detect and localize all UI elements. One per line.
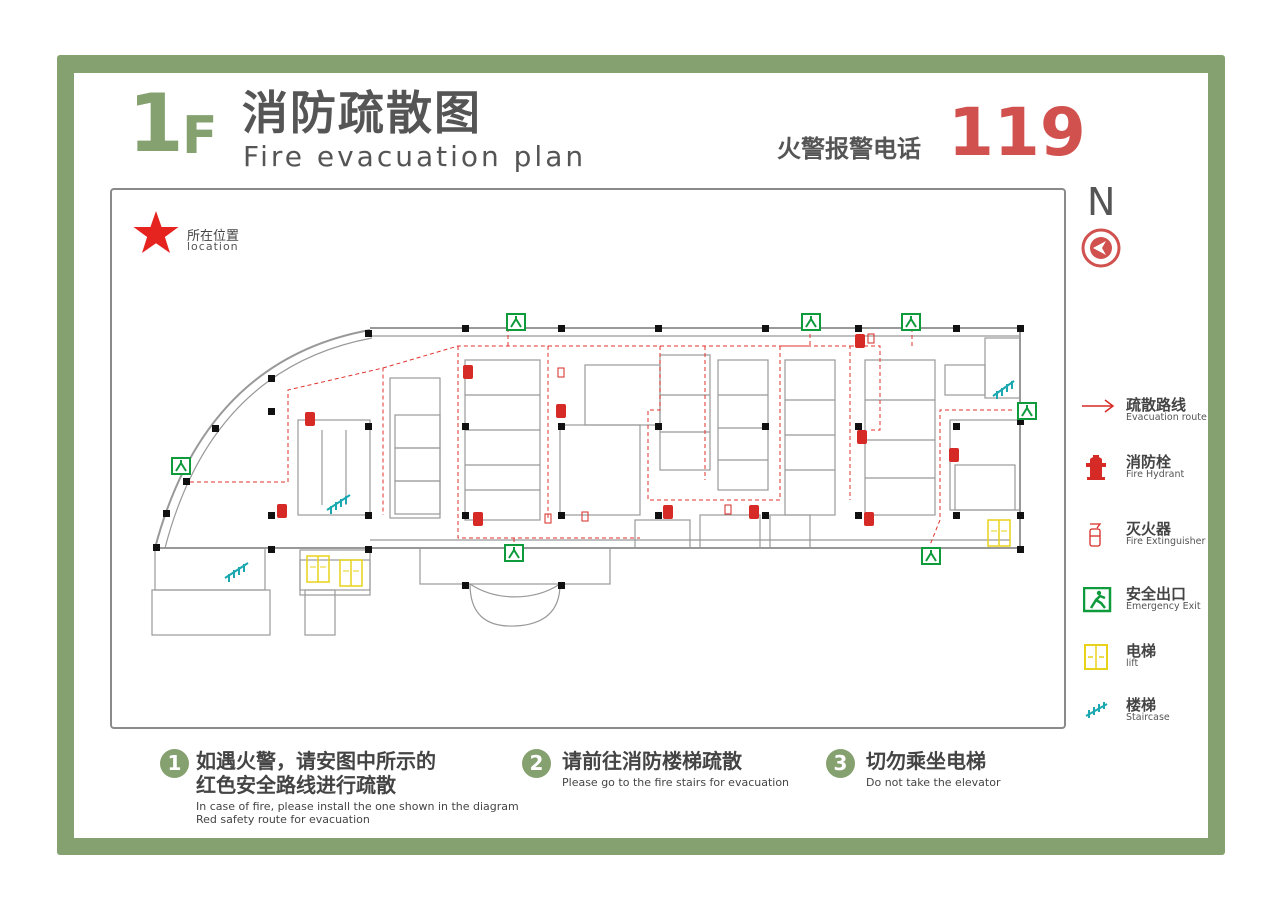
fire-hydrant-icon — [949, 448, 959, 462]
alarm-label: 火警报警电话 — [777, 135, 921, 163]
fire-hydrant-icon — [663, 505, 673, 519]
legend-label-en: Emergency Exit — [1126, 601, 1201, 612]
staircase-markers — [224, 380, 1015, 582]
location-label-en: location — [187, 240, 239, 253]
legend-label-en: Fire Extinguisher — [1126, 536, 1206, 547]
emergency-exit-icon — [506, 313, 526, 331]
fire-hydrant-icon — [473, 512, 483, 526]
title-chinese: 消防疏散图 — [242, 86, 482, 140]
step-1-text-en-line2: Red safety route for evacuation — [196, 813, 370, 826]
north-label: N — [1087, 180, 1116, 224]
emergency-exit-icon — [921, 547, 941, 565]
floor-plan-columns — [153, 325, 1024, 589]
fire-hydrant-icon — [864, 512, 874, 526]
fire-extinguisher-markers — [544, 333, 875, 524]
fire-extinguisher-icon — [1089, 523, 1102, 547]
fire-hydrant-icon — [1086, 455, 1106, 480]
step-2-text-en: Please go to the fire stairs for evacuat… — [562, 776, 790, 789]
staircase-icon — [992, 380, 1015, 399]
fire-hydrant-markers — [277, 334, 959, 526]
fire-hydrant-icon — [556, 404, 566, 418]
step-number-badge: 2 — [522, 749, 551, 778]
legend-label-en: Staircase — [1126, 712, 1170, 723]
staircase-icon — [326, 494, 351, 514]
fire-hydrant-icon — [749, 505, 759, 519]
floor-plan-panel — [110, 188, 1066, 729]
elevator-icon — [339, 559, 363, 587]
floor-plan-walls — [151, 327, 1021, 636]
fire-extinguisher-icon — [557, 367, 565, 378]
emergency-exit-icon — [1083, 587, 1112, 613]
elevator-icon — [306, 555, 330, 583]
floor-letter: F — [182, 106, 218, 166]
legend-label-en: lift — [1126, 658, 1139, 669]
staircase-icon — [1085, 702, 1108, 718]
alarm-number: 119 — [948, 94, 1086, 171]
legend-label-cn: 疏散路线 — [1126, 396, 1187, 414]
elevator-markers — [306, 519, 1011, 587]
emergency-exit-icon — [1017, 402, 1037, 420]
legend-label-en: Fire Hydrant — [1126, 469, 1185, 480]
fire-extinguisher-icon — [581, 511, 589, 522]
floor-number: 1 — [128, 77, 184, 170]
step-1-text-cn-line2: 红色安全路线进行疏散 — [196, 773, 396, 797]
staircase-icon — [224, 562, 249, 582]
fire-hydrant-icon — [857, 430, 867, 444]
fire-extinguisher-icon — [867, 333, 875, 344]
location-star-icon — [133, 211, 179, 253]
fire-hydrant-icon — [305, 412, 315, 426]
legend-label-cn: 楼梯 — [1126, 696, 1157, 714]
fire-hydrant-icon — [855, 334, 865, 348]
step-1-text-cn: 如遇火警，请安图中所示的 — [196, 749, 436, 773]
legend-label-cn: 消防栓 — [1126, 453, 1172, 471]
compass-icon — [1080, 227, 1122, 273]
step-2-text-cn: 请前往消防楼梯疏散 — [562, 749, 742, 773]
legend-label-cn: 安全出口 — [1126, 585, 1187, 603]
title-english: Fire evacuation plan — [243, 140, 587, 173]
step-3-text-cn: 切勿乘坐电梯 — [866, 749, 986, 773]
step-3-text-en: Do not take the elevator — [866, 776, 1001, 789]
step-number-badge: 1 — [160, 749, 189, 778]
emergency-exit-markers — [171, 313, 1037, 565]
emergency-exit-icon — [504, 544, 524, 562]
evacuation-routes — [190, 328, 1012, 552]
emergency-exit-icon — [171, 457, 191, 475]
legend-label-en: Evacuation route — [1126, 412, 1207, 423]
legend-label-cn: 灭火器 — [1126, 520, 1172, 538]
emergency-exit-icon — [801, 313, 821, 331]
fire-hydrant-icon — [463, 365, 473, 379]
elevator-icon — [1084, 644, 1108, 670]
emergency-exit-icon — [901, 313, 921, 331]
fire-extinguisher-icon — [724, 504, 732, 515]
location-marker: 所在位置 location — [132, 211, 239, 259]
legend-label-cn: 电梯 — [1126, 642, 1157, 660]
step-1-text-en: In case of fire, please install the one … — [196, 800, 519, 813]
fire-extinguisher-icon — [544, 513, 552, 524]
location-label-cn: 所在位置 — [187, 229, 240, 244]
red-arrow-icon — [1082, 399, 1115, 413]
step-number-badge: 3 — [826, 749, 855, 778]
fire-hydrant-icon — [277, 504, 287, 518]
elevator-icon — [987, 519, 1011, 547]
